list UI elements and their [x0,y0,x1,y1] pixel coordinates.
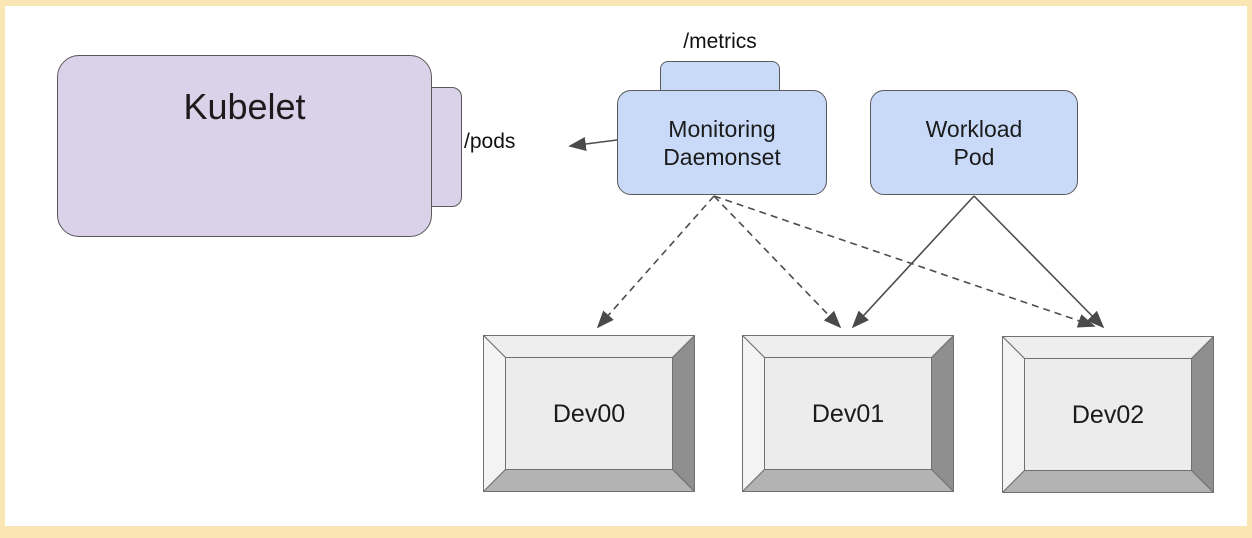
device-panel [1024,358,1192,471]
device-bevel-bottom [483,469,695,492]
device-label: Dev02 [1072,401,1144,429]
pods-endpoint-label: /pods [464,130,516,153]
device-panel [764,357,932,470]
edge-workload-to-dev01 [851,195,975,329]
kubelet-label: Kubelet [183,86,306,127]
device-node-dev01: Dev01 [742,335,954,492]
device-bevel-right [672,335,695,492]
edge-monitoring-to-dev01 [713,195,842,329]
monitoring-label-line2: Daemonset [663,143,781,170]
device-bevel-right [1191,336,1214,493]
device-bevel-top [483,335,695,358]
device-node-dev02: Dev02 [1002,336,1214,493]
kubelet-node: Kubelet [57,55,432,237]
device-label: Dev00 [553,400,625,428]
device-bevel-top [1002,336,1214,359]
device-bevel-left [742,335,765,492]
workload-label-line1: Workload [925,115,1023,142]
edge-monitoring-to-dev00 [596,195,715,329]
device-bevel-bottom [1002,470,1214,493]
device-bevel-top [742,335,954,358]
workload-label-line2: Pod [953,143,995,170]
edge-workload-to-dev02 [973,195,1105,329]
device-panel [505,357,673,470]
monitoring-label-line1: Monitoring [668,115,776,142]
device-label: Dev01 [812,400,884,428]
device-bevel-left [1002,336,1025,493]
device-node-dev00: Dev00 [483,335,695,492]
device-bevel-bottom [742,469,954,492]
edge-monitoring-to-dev02 [713,195,1096,328]
edge-monitoring-to-pods [568,137,618,151]
monitoring-daemonset-node: Monitoring Daemonset [617,90,827,195]
device-bevel-left [483,335,506,492]
device-bevel-right [931,335,954,492]
workload-pod-node: Workload Pod [870,90,1078,195]
metrics-endpoint-label: /metrics [683,30,757,53]
